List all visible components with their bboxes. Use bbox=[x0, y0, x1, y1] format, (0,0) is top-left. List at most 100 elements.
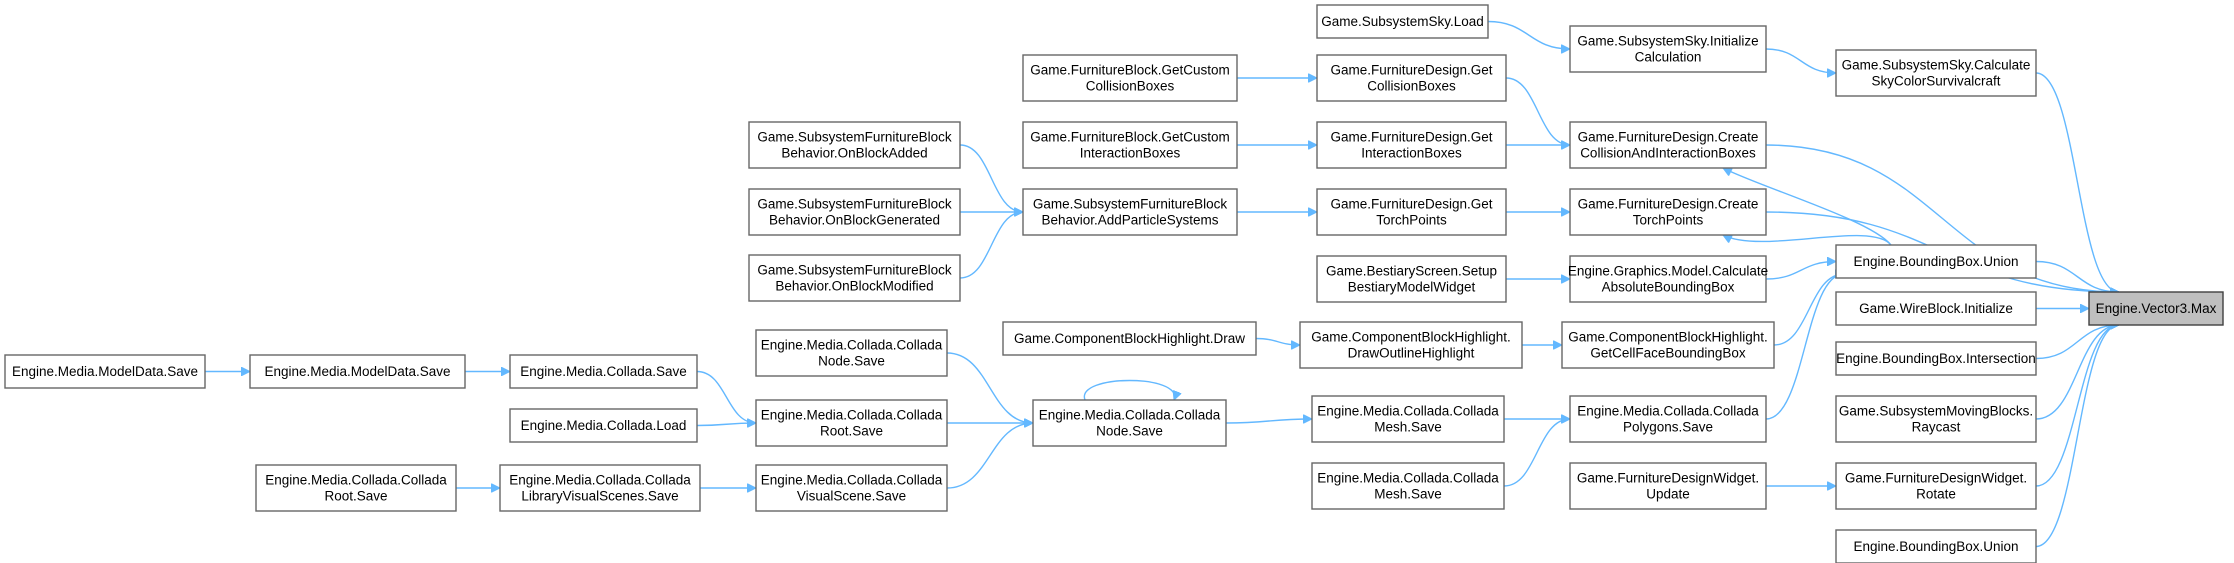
node-cpoly-save[interactable]: Engine.Media.Collada.ColladaPolygons.Sav… bbox=[1569, 395, 1767, 443]
node-label-line: Rotate bbox=[1916, 487, 1956, 502]
edge-cvs_save-to-cnode_save_main bbox=[946, 423, 1033, 489]
node-label-line: Node.Save bbox=[1096, 424, 1163, 439]
node-label-line: Engine.Graphics.Model.Calculate bbox=[1568, 264, 1768, 279]
node-box bbox=[748, 121, 961, 169]
node-label-line: Polygons.Save bbox=[1623, 420, 1713, 435]
node-smb-raycast[interactable]: Game.SubsystemMovingBlocks.Raycast bbox=[1835, 395, 2037, 443]
node-label-line: Mesh.Save bbox=[1374, 420, 1442, 435]
node-sfb-mod[interactable]: Game.SubsystemFurnitureBlockBehavior.OnB… bbox=[748, 254, 961, 302]
node-label-line: Game.SubsystemFurnitureBlock bbox=[757, 130, 952, 145]
edge-cnode_save_main-to-cmesh_save_a bbox=[1225, 419, 1312, 424]
node-label-line: Game.FurnitureDesign.Get bbox=[1330, 63, 1492, 78]
node-label-line: Engine.Media.Collada.Collada bbox=[509, 473, 691, 488]
edge-bb_union1-to-vmax bbox=[2035, 260, 2119, 293]
edge-cnode_save_a-to-cnode_save_main bbox=[946, 352, 1033, 423]
node-box bbox=[1022, 188, 1238, 236]
node-label-line: Game.SubsystemMovingBlocks. bbox=[1839, 404, 2033, 419]
node-fdw-update[interactable]: Game.FurnitureDesignWidget.Update bbox=[1569, 462, 1767, 510]
node-box bbox=[1002, 321, 1257, 356]
node-sfb-gen[interactable]: Game.SubsystemFurnitureBlockBehavior.OnB… bbox=[748, 188, 961, 236]
node-box bbox=[1569, 121, 1767, 169]
node-box bbox=[1835, 395, 2037, 443]
node-cvs-save[interactable]: Engine.Media.Collada.ColladaVisualScene.… bbox=[755, 464, 948, 512]
node-box bbox=[1032, 399, 1227, 447]
node-label-line: Engine.Media.ModelData.Save bbox=[12, 364, 198, 379]
node-label-line: Engine.Media.Collada.Collada bbox=[265, 473, 447, 488]
node-fb-getcoll[interactable]: Game.FurnitureBlock.GetCustomCollisionBo… bbox=[1022, 54, 1238, 102]
edge-gm_calc-to-bb_union1 bbox=[1765, 262, 1836, 280]
node-box bbox=[1316, 121, 1507, 169]
node-label-line: Game.FurnitureBlock.GetCustom bbox=[1030, 130, 1230, 145]
node-label-line: GetCellFaceBoundingBox bbox=[1590, 346, 1746, 361]
node-bb-union1[interactable]: Engine.BoundingBox.Union bbox=[1835, 244, 2037, 279]
node-label-line: Game.FurnitureDesignWidget. bbox=[1845, 471, 2027, 486]
node-fdw-rotate[interactable]: Game.FurnitureDesignWidget.Rotate bbox=[1835, 462, 2037, 510]
node-label-line: InteractionBoxes bbox=[1361, 146, 1462, 161]
node-box bbox=[1569, 395, 1767, 443]
node-box bbox=[748, 188, 961, 236]
node-gm-calc[interactable]: Engine.Graphics.Model.CalculateAbsoluteB… bbox=[1568, 255, 1768, 303]
node-md-save1[interactable]: Engine.Media.ModelData.Save bbox=[4, 354, 206, 389]
node-box bbox=[1835, 529, 2037, 563]
node-label-line: Game.SubsystemFurnitureBlock bbox=[757, 263, 952, 278]
node-label-line: CollisionBoxes bbox=[1367, 79, 1456, 94]
node-label-line: Behavior.OnBlockModified bbox=[775, 279, 933, 294]
node-box bbox=[1299, 321, 1523, 369]
node-bb-inter[interactable]: Engine.BoundingBox.Intersection bbox=[1835, 341, 2037, 376]
node-sfb-added[interactable]: Game.SubsystemFurnitureBlockBehavior.OnB… bbox=[748, 121, 961, 169]
node-label-line: DrawOutlineHighlight bbox=[1348, 346, 1475, 361]
node-box bbox=[2088, 291, 2224, 326]
node-sky-load[interactable]: Game.SubsystemSky.Load bbox=[1316, 4, 1489, 39]
node-label-line: Game.FurnitureDesign.Create bbox=[1578, 130, 1759, 145]
node-label-line: Behavior.OnBlockAdded bbox=[781, 146, 927, 161]
node-label-line: Calculation bbox=[1635, 50, 1702, 65]
node-label-line: Game.ComponentBlockHighlight. bbox=[1568, 330, 1768, 345]
node-vmax[interactable]: Engine.Vector3.Max bbox=[2088, 291, 2224, 326]
node-label-line: BestiaryModelWidget bbox=[1348, 280, 1476, 295]
node-sfb-addps[interactable]: Game.SubsystemFurnitureBlockBehavior.Add… bbox=[1022, 188, 1238, 236]
node-bestiary[interactable]: Game.BestiaryScreen.SetupBestiaryModelWi… bbox=[1316, 255, 1507, 303]
node-sky-calc[interactable]: Game.SubsystemSky.CalculateSkyColorSurvi… bbox=[1835, 49, 2037, 97]
node-cbh-draw[interactable]: Game.ComponentBlockHighlight.Draw bbox=[1002, 321, 1257, 356]
node-bb-union2[interactable]: Engine.BoundingBox.Union bbox=[1835, 529, 2037, 563]
node-label-line: Engine.Media.Collada.Collada bbox=[1317, 471, 1499, 486]
edge-fd_createtorch-to-bb_union1 bbox=[1723, 234, 1892, 246]
node-label-line: Game.SubsystemSky.Calculate bbox=[1842, 58, 2031, 73]
node-label-line: Game.FurnitureDesign.Get bbox=[1330, 130, 1492, 145]
node-label-line: Game.BestiaryScreen.Setup bbox=[1326, 264, 1497, 279]
node-label-line: Engine.Media.ModelData.Save bbox=[264, 364, 450, 379]
edge-fd_getcoll-to-fd_createcoll bbox=[1505, 77, 1571, 145]
node-label-line: Update bbox=[1646, 487, 1690, 502]
node-label-line: Root.Save bbox=[820, 424, 883, 439]
node-fb-getint[interactable]: Game.FurnitureBlock.GetCustomInteraction… bbox=[1022, 121, 1238, 169]
node-label-line: Game.FurnitureBlock.GetCustom bbox=[1030, 63, 1230, 78]
edge-sky_calc-to-vmax bbox=[2035, 72, 2120, 292]
node-col-load[interactable]: Engine.Media.Collada.Load bbox=[509, 408, 698, 443]
node-label-line: Root.Save bbox=[324, 489, 387, 504]
node-label-line: SkyColorSurvivalcraft bbox=[1871, 74, 2000, 89]
node-clvs-save[interactable]: Engine.Media.Collada.ColladaLibraryVisua… bbox=[499, 464, 701, 512]
node-label-line: Engine.Media.Collada.Collada bbox=[1039, 408, 1221, 423]
node-col-save[interactable]: Engine.Media.Collada.Save bbox=[509, 354, 698, 389]
node-wire-init[interactable]: Game.WireBlock.Initialize bbox=[1835, 291, 2037, 326]
node-cbh-drawout[interactable]: Game.ComponentBlockHighlight.DrawOutline… bbox=[1299, 321, 1523, 369]
node-box bbox=[1835, 291, 2037, 326]
node-md-save2[interactable]: Engine.Media.ModelData.Save bbox=[249, 354, 466, 389]
node-cbh-getcell[interactable]: Game.ComponentBlockHighlight.GetCellFace… bbox=[1561, 321, 1775, 369]
edge-cpoly_save-to-bb_union1 bbox=[1765, 274, 1845, 420]
node-label-line: TorchPoints bbox=[1633, 213, 1704, 228]
node-label-line: Engine.Media.Collada.Collada bbox=[1317, 404, 1499, 419]
edge-fd_createcoll-to-vmax bbox=[1765, 144, 2119, 292]
node-fd-createcoll[interactable]: Game.FurnitureDesign.CreateCollisionAndI… bbox=[1569, 121, 1767, 169]
